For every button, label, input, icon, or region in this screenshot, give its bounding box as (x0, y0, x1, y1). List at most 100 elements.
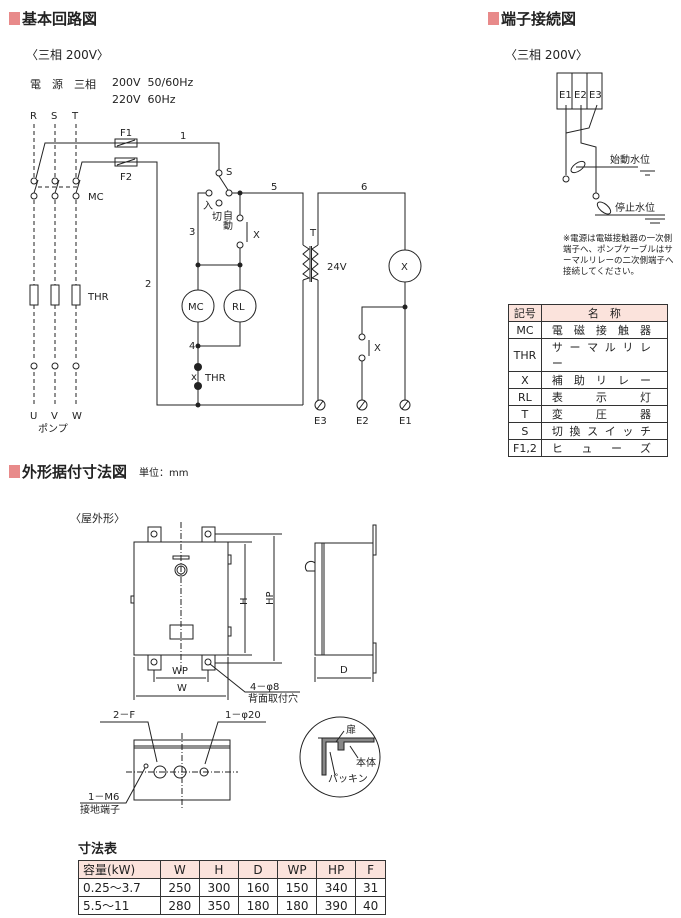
ground-label: 1－M6 (88, 792, 119, 803)
switch-auto-label: 自動 (221, 209, 233, 231)
output-u: U (30, 411, 37, 422)
fuse-f1 (114, 138, 138, 148)
e2-label: E2 (356, 416, 369, 427)
voltage-24v-label: 24V (327, 262, 347, 273)
mount-holes-label: 4－φ8 (250, 682, 279, 693)
x-contact-label: X (253, 230, 260, 241)
cell: 350 (198, 896, 239, 915)
header-cell: 容量(kW) (78, 860, 161, 879)
switch-off-label: 切 (212, 211, 222, 223)
cell: 250 (159, 878, 200, 897)
e1-label: E1 (399, 416, 412, 427)
enclosure-side (314, 542, 374, 656)
cell: S (508, 422, 542, 440)
mc-coil-label: MC (188, 302, 204, 313)
stop-level-label: 停止水位 (615, 201, 655, 214)
pump-label: ポンプ (38, 423, 68, 435)
output-v: V (51, 411, 58, 422)
terminal-diagram: E1 E2 E3 始動水位 停止水位 (556, 72, 665, 224)
outline-side-view: D (304, 524, 377, 682)
header-cell: H (198, 860, 239, 879)
header-name: 名 称 (540, 304, 669, 322)
thr-contact (194, 363, 202, 371)
power-line1: 200V 50/60Hz (112, 76, 194, 89)
outline-front-view: H HP WP W 4－φ8 背面取付穴 (130, 522, 300, 705)
dim-w-label: W (177, 683, 187, 694)
terminal-block (556, 72, 603, 110)
terminal-e1: E1 (559, 90, 572, 101)
terminal-subtitle: 〈三相 200V〉 (505, 48, 588, 62)
bullet-square-icon (9, 465, 20, 478)
cell: 電磁接触器 (540, 321, 669, 339)
rl-label: RL (232, 302, 245, 313)
cell: 40 (355, 896, 386, 915)
knockout-20-label: 1－φ20 (225, 710, 261, 721)
wire-3 (197, 192, 206, 290)
x-coil-label: X (401, 262, 408, 273)
dim-d-label: D (340, 665, 348, 676)
dim-h-label: H (239, 597, 250, 605)
terminal-section-title: 端子接続図 (488, 8, 576, 29)
dim-hp-label: HP (265, 591, 276, 605)
cell: サーマルリレー (540, 338, 669, 372)
phase-r: R (30, 111, 37, 122)
output-w: W (72, 411, 82, 422)
circuit-subtitle: 〈三相 200V〉 (26, 48, 109, 62)
power-line2: 220V 60Hz (112, 93, 176, 106)
heading-text: 端子接続図 (501, 10, 577, 28)
wire-2 (77, 161, 303, 406)
cell: 変圧器 (540, 405, 669, 423)
wiring-note: ※電源は電磁接触器の一次側端子へ、ポンプケーブルはサーマルリレーの二次側端子へ接… (563, 234, 674, 277)
cell: 160 (237, 878, 279, 897)
heading-text: 基本回路図 (22, 10, 98, 28)
header-cell: WP (277, 860, 318, 879)
door-label: 扉 (346, 723, 356, 736)
dimension-table-title: 寸法表 (78, 842, 118, 857)
cell: ヒューズ (540, 439, 669, 457)
cell: T (508, 405, 542, 423)
start-level-label: 始動水位 (610, 153, 650, 166)
cell: 340 (316, 878, 357, 897)
knockout-f-label: 2－F (113, 710, 135, 721)
wire-2-label: 2 (145, 279, 151, 290)
phase-t: T (71, 111, 79, 122)
gasket-detail: 扉 本体 パッキン (299, 716, 381, 798)
cell: 31 (355, 878, 386, 897)
mc-label: MC (88, 192, 104, 203)
wire-5 (232, 192, 304, 245)
terminal-e2: E2 (574, 90, 587, 101)
cell: 180 (237, 896, 279, 915)
bullet-square-icon (9, 12, 20, 25)
start-float-icon (570, 160, 586, 174)
header-cell: HP (316, 860, 357, 879)
cell: 0.25～3.7 (78, 878, 161, 897)
cell: 表示灯 (540, 388, 669, 406)
transformer (302, 244, 319, 282)
header-cell: W (159, 860, 200, 879)
wire-6 (317, 192, 406, 250)
cell: 180 (277, 896, 318, 915)
selector-switch (205, 169, 233, 207)
table-header-row: 記号名 称 (508, 304, 669, 322)
unit-label: 単位：mm (139, 468, 189, 479)
heading-text: 外形据付寸法図 (22, 463, 128, 481)
header-cell: F (355, 860, 386, 879)
f1-label: F1 (120, 128, 132, 139)
switch-on-label: 入 (203, 201, 213, 212)
outline-subtitle: 〈屋外形〉 (70, 512, 125, 525)
wire-6-label: 6 (361, 182, 367, 193)
cell: 150 (277, 878, 318, 897)
cell: RL (508, 388, 542, 406)
svg-text:x: x (191, 372, 197, 383)
header-symbol: 記号 (508, 304, 542, 322)
wire-3-label: 3 (189, 227, 195, 238)
f2-label: F2 (120, 172, 132, 183)
wire-1 (35, 142, 220, 179)
